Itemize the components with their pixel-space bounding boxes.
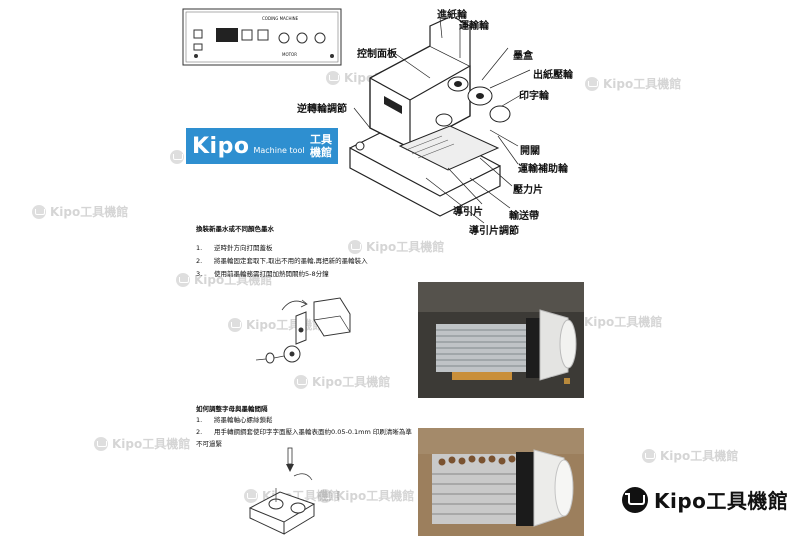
watermark: Kipo工具機館 [348,238,444,255]
callout-ink-box: 墨盒 [513,51,533,62]
cart-icon [228,317,242,332]
callout-guide-plate-adjust: 導引片調節 [469,226,519,237]
callout-print-wheel: 印字輪 [519,91,549,102]
kipo-banner: Kipo Machine tool 工具 機館 [186,128,338,164]
cart-icon [176,272,190,287]
ink-wheel-sketch [255,297,351,364]
cart-icon [32,204,46,219]
print-wheel-closeup-photo [418,428,584,536]
cart-icon [348,239,362,254]
callout-paper-feed-wheel: 進紙輪 [437,10,467,21]
callout-conveyor-belt: 輸送帶 [509,211,539,222]
watermark: Kipo工具機館 [294,373,390,390]
section2-note: 不可過緊 [196,440,222,448]
callout-paper-out-wheel: 出紙壓輪 [533,70,573,81]
cart-icon [94,436,108,451]
banner-subtitle: Machine tool [253,145,305,155]
watermark: Kipo工具機館 [32,203,128,220]
watermark: Kipo工具機館 [642,447,738,464]
callout-control-panel: 控制面板 [357,49,397,60]
callout-reverse-wheel-adjust: 逆轉輪調節 [297,104,347,115]
banner-cn: 工具 機館 [310,133,332,159]
print-wheel-photo [418,282,584,398]
control-panel-drawing [182,8,342,66]
section1-step: 2.將墨輪固定套取下,取出不用的墨輪,再把新的墨輪裝入 [196,257,368,265]
logo-text: Kipo工具機館 [654,489,789,513]
callout-transport-wheel: 運輸輪 [459,21,489,32]
panel-sub-label: MOTOR [282,52,297,57]
cart-icon [642,448,656,463]
callout-transport-aux-wheel: 運輸補助輪 [518,164,568,175]
banner-brand: Kipo [192,133,250,159]
section1-heading: 換裝新墨水或不同顏色墨水 [196,225,274,233]
section1-step: 1.逆時針方向打開蓋板 [196,244,273,252]
adjustment-sketch [248,447,316,535]
callout-guide-plate: 導引片 [453,207,483,218]
section2-step: 1.將墨輪軸心螺絲鎖鬆 [196,416,273,424]
cart-icon [170,149,184,164]
section1-step: 3.使用前墨輪務需打開加熱開關約5-8分鐘 [196,270,329,278]
panel-title: CODING MACHINE [262,16,299,21]
section2-step: 2.用手轉鋼鋼套使印字字面壓入墨輪表面約0.05-0.1mm 印刷清晰為準 [196,428,412,436]
cart-icon [622,486,648,513]
kipo-logo: Kipo工具機館 [622,485,788,514]
watermark: Kipo工具機館 [94,435,190,452]
cart-icon [585,76,599,91]
coding-machine-diagram [349,18,531,224]
section2-heading: 如何調整字母與墨輪間隔 [196,405,268,413]
callout-pressure-plate: 壓力片 [513,185,543,196]
callout-switch: 開關 [520,146,540,157]
watermark: Kipo工具機館 [585,75,681,92]
cart-icon [294,374,308,389]
